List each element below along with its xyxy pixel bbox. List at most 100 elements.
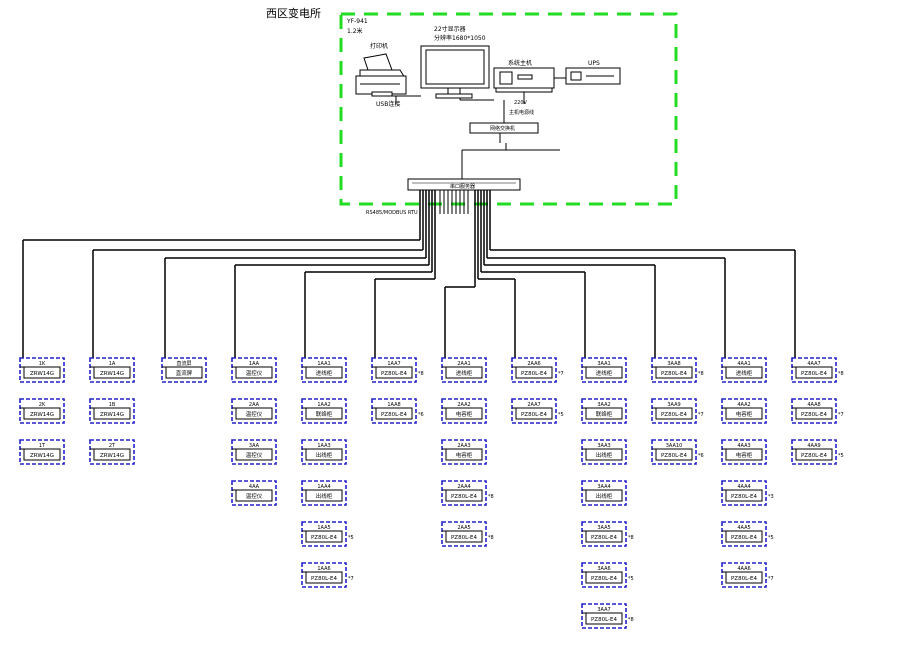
module-tag: 1AA [249, 361, 260, 367]
module-model: PZ80L-E4 [661, 412, 688, 418]
substation-title: 西区变电所 [266, 6, 321, 20]
module-model: ZRW14G [30, 453, 54, 459]
module-tag: 4AA5 [737, 525, 750, 531]
meter-module: 2AA1 进线柜 [441, 357, 487, 383]
module-tag: 3AA9 [667, 402, 680, 408]
serial-server-label: 串口服务器 [450, 183, 475, 190]
workstation-size: 1.2米 [347, 27, 363, 35]
meter-module: 1K ZRW14G [19, 357, 65, 383]
meter-module: 1AA3 出线柜 [301, 439, 347, 465]
module-tag: 4AA2 [737, 402, 750, 408]
network-switch-label: 网络交换机 [490, 125, 515, 132]
module-count: *7 [348, 576, 354, 582]
ups-label: UPS [588, 60, 600, 67]
module-model: ZRW14G [100, 453, 124, 459]
module-tag: 2AA7 [527, 402, 540, 408]
module-tag: 4AA4 [737, 484, 750, 490]
module-tag: 3AA6 [597, 566, 610, 572]
module-count: *8 [488, 494, 494, 500]
module-tag: 2AA5 [457, 525, 470, 531]
module-tag: 3AA5 [597, 525, 610, 531]
module-model: 出线柜 [316, 451, 333, 459]
module-model: 电容柜 [456, 451, 473, 459]
meter-module: 1AA2 联络柜 [301, 398, 347, 424]
module-tag: 4AA3 [737, 443, 750, 449]
module-tag: 2T [109, 443, 116, 449]
module-model: 出线柜 [316, 492, 333, 500]
module-count: *5 [768, 535, 774, 541]
module-tag: 3AA10 [666, 443, 683, 449]
module-model: 出线柜 [596, 451, 613, 459]
module-model: ZRW14G [100, 371, 124, 377]
module-tag: 4AA7 [807, 361, 820, 367]
module-model: PZ80L-E4 [451, 535, 478, 541]
module-tag: 3AA2 [597, 402, 610, 408]
module-model: PZ80L-E4 [731, 535, 758, 541]
meter-module: 4AA3 电容柜 [721, 439, 767, 465]
meter-module: 3AA3 出线柜 [581, 439, 627, 465]
meter-module: 2AA 温控仪 [231, 398, 277, 424]
module-count: *7 [558, 371, 564, 377]
module-tag: 2AA2 [457, 402, 470, 408]
module-model: ZRW14G [30, 371, 54, 377]
monitor-icon [420, 45, 490, 99]
module-model: 电容柜 [736, 451, 753, 459]
module-model: PZ80L-E4 [731, 494, 758, 500]
module-tag: 1AA2 [317, 402, 330, 408]
module-model: PZ80L-E4 [591, 617, 618, 623]
module-model: 温控仪 [246, 410, 263, 418]
wiring [22, 92, 796, 370]
module-tag: 2AA [249, 402, 260, 408]
module-count: *5 [838, 453, 844, 459]
module-tag: 1K [39, 361, 46, 367]
module-tag: 1AA5 [317, 525, 330, 531]
module-model: 联络柜 [316, 410, 333, 418]
module-tag: 2AA1 [457, 361, 470, 367]
module-model: 进线柜 [456, 369, 473, 377]
module-model: 温控仪 [246, 492, 263, 500]
module-tag: 1AA7 [387, 361, 400, 367]
ups-note-2: 主机电源线 [509, 109, 534, 116]
module-model: PZ80L-E4 [801, 453, 828, 459]
module-tag: 2K [39, 402, 46, 408]
module-model: PZ80L-E4 [381, 371, 408, 377]
module-model: PZ80L-E4 [591, 576, 618, 582]
module-tag: 3AA3 [597, 443, 610, 449]
module-model: 直流屏 [176, 369, 193, 377]
module-count: *7 [768, 576, 774, 582]
module-model: PZ80L-E4 [591, 535, 618, 541]
module-tag: 1AA1 [317, 361, 330, 367]
module-model: PZ80L-E4 [801, 371, 828, 377]
printer-icon [355, 53, 407, 97]
module-tag: 3AA7 [597, 607, 610, 613]
module-count: *6 [698, 453, 704, 459]
module-tag: 1AA3 [317, 443, 330, 449]
meter-module: 2T ZRW14G [89, 439, 135, 465]
monitor-label-2: 分辨率1680*1050 [434, 34, 486, 42]
module-count: *5 [348, 535, 354, 541]
module-model: 出线柜 [596, 492, 613, 500]
module-count: *8 [628, 617, 634, 623]
module-count: *7 [698, 412, 704, 418]
